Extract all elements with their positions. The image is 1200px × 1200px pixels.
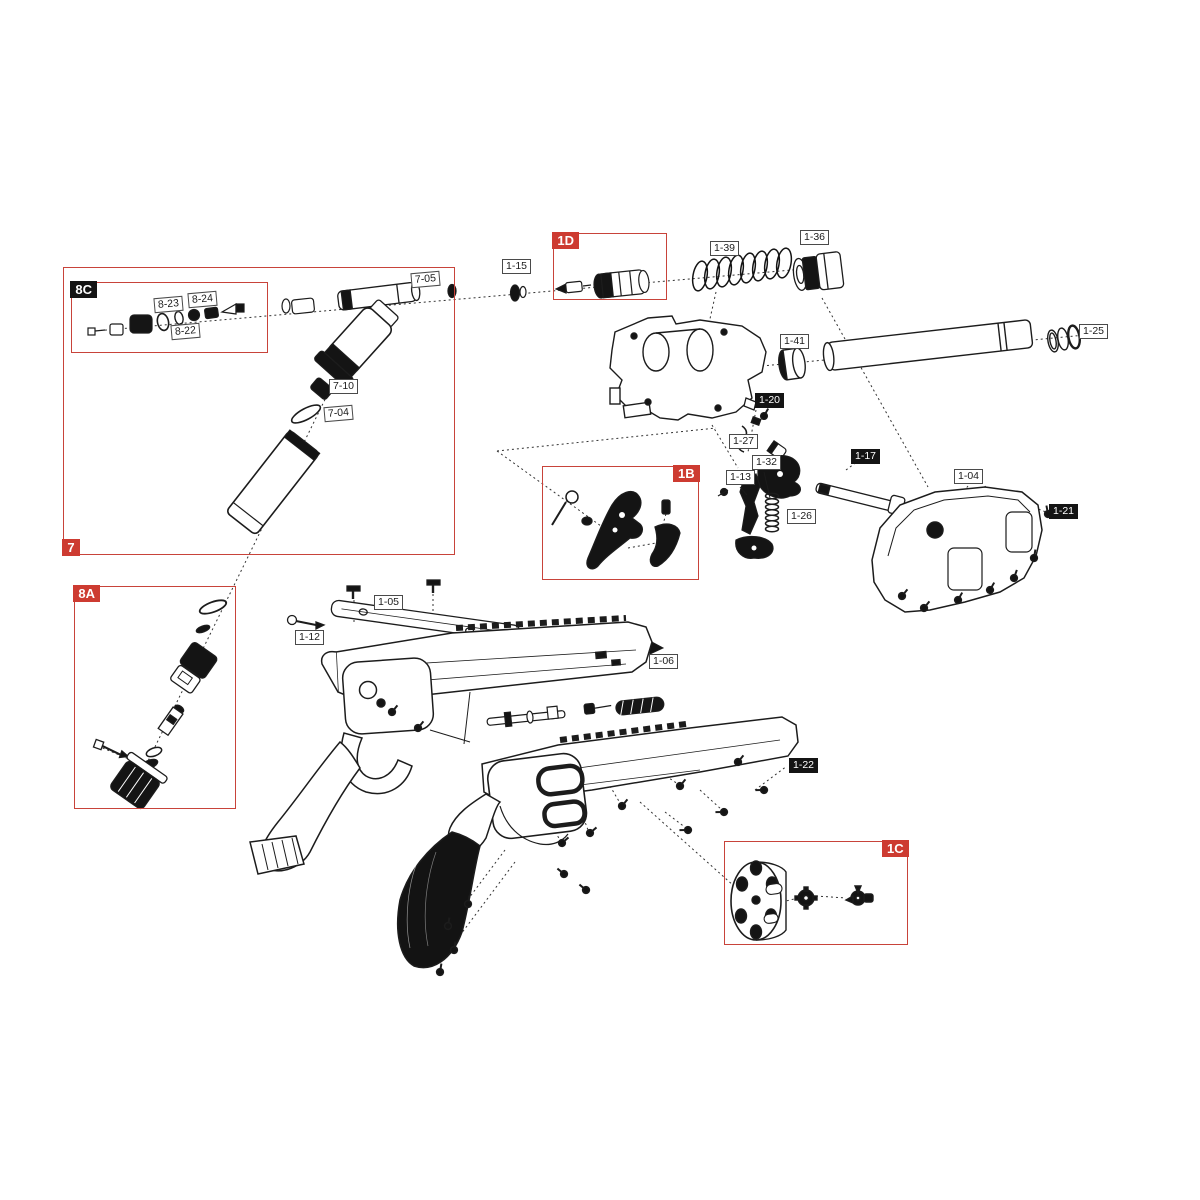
seal-1-15 [509, 284, 527, 302]
group-box-8a: 8A [73, 585, 236, 809]
group-box-1c-badge: 1C [881, 840, 909, 858]
group-box-1b-badge: 1B [672, 465, 700, 483]
barrel-group [778, 319, 1081, 381]
valve-assembly-1d [554, 269, 650, 299]
piston-1-36 [792, 251, 845, 291]
group-box-1b: 1B [542, 465, 700, 580]
receiver-housing [609, 315, 767, 421]
revolver-left-assembly [249, 615, 653, 875]
group-box-1d-badge: 1D [552, 232, 580, 250]
part-label-1-36: 1-36 [800, 230, 830, 245]
part-label-1-39: 1-39 [710, 241, 740, 256]
part-label-1-12: 1-12 [295, 630, 325, 645]
hammer-sear-cluster [717, 440, 801, 559]
part-label-1-05: 1-05 [374, 595, 404, 610]
top-rail-1-05 [286, 579, 521, 642]
part-label-7-04: 7-04 [323, 404, 354, 423]
part-label-7-05: 7-05 [410, 270, 441, 289]
rod-and-spring [486, 696, 665, 728]
group-box-7: 7 [62, 267, 455, 556]
valve-parts-8c [87, 297, 315, 336]
part-label-8-23: 8-23 [153, 295, 184, 314]
part-label-1-26: 1-26 [787, 509, 817, 524]
part-label-8-22: 8-22 [170, 322, 201, 341]
silencer-tube-parts [227, 377, 334, 535]
frame-right-half [871, 486, 1054, 614]
group-box-8c-badge: 8C [70, 281, 98, 299]
part-label-1-25: 1-25 [1079, 324, 1109, 339]
part-label-1-41: 1-41 [780, 334, 810, 349]
group-box-8c: 8C [70, 281, 268, 353]
mainspring-1-39 [691, 247, 793, 292]
revolver-right-assembly [396, 716, 799, 978]
part-label-1-13: 1-13 [726, 470, 756, 485]
cylinder-group-1c [730, 860, 874, 941]
part-label-1-32: 1-32 [752, 455, 782, 470]
group-box-1c: 1C [724, 840, 909, 945]
group-box-1d: 1D [552, 232, 667, 300]
group-box-7-badge: 7 [62, 538, 80, 556]
part-label-1-21: 1-21 [1049, 504, 1079, 519]
part-label-1-27: 1-27 [729, 434, 759, 449]
part-label-1-06: 1-06 [649, 654, 679, 669]
part-label-7-10: 7-10 [329, 379, 359, 394]
part-label-1-17: 1-17 [851, 449, 881, 464]
trigger-group-1b [551, 490, 681, 570]
part-label-1-22: 1-22 [789, 758, 819, 773]
group-box-8a-badge: 8A [73, 585, 101, 603]
co2-piercing-group-8a [92, 599, 228, 810]
part-label-1-15: 1-15 [502, 259, 532, 274]
small-parts-1-20-1-27 [737, 397, 774, 453]
part-label-8-24: 8-24 [187, 290, 218, 309]
part-label-1-20: 1-20 [755, 393, 785, 408]
part-label-1-04: 1-04 [954, 469, 984, 484]
